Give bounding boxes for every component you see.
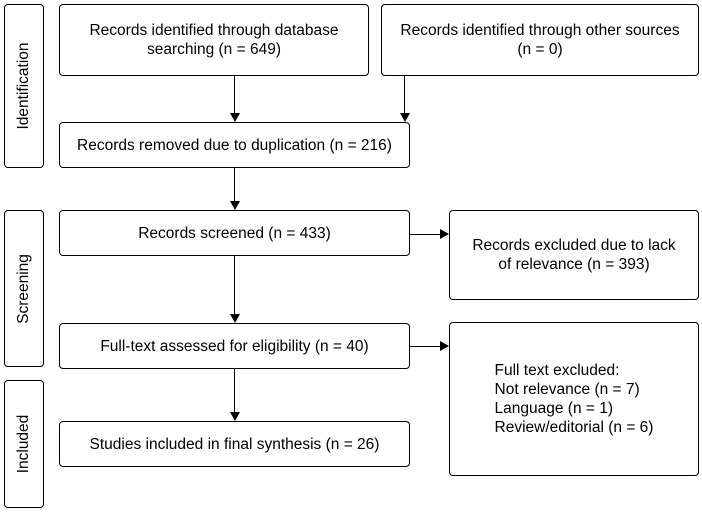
connector-line [234, 256, 235, 314]
stage-label-included: Included [15, 414, 32, 474]
fulltext-excluded-item: Not relevance (n = 7) [494, 381, 640, 398]
arrowhead-down [230, 113, 240, 122]
box-other-sources: Records identified through other sources… [381, 4, 699, 76]
arrowhead-down [230, 412, 240, 421]
box-duplicates-removed: Records removed due to duplication (n = … [59, 122, 410, 168]
box-database-search-line1: Records identified through database [89, 22, 339, 39]
connector-line [234, 168, 235, 201]
stage-label-screening: Screening [15, 253, 32, 324]
box-studies-included-text: Studies included in final synthesis (n =… [89, 435, 380, 453]
stage-identification: Identification [4, 4, 44, 168]
connector-line [404, 76, 405, 113]
fulltext-excluded-item: Review/editorial (n = 6) [494, 419, 654, 436]
arrowhead-right [440, 341, 449, 351]
arrowhead-down [230, 314, 240, 323]
arrowhead-down [400, 113, 410, 122]
box-database-search-line2: searching (n = 649) [147, 41, 281, 58]
fulltext-excluded-title: Full text excluded: [494, 362, 620, 379]
box-fulltext-excluded: Full text excluded: Not relevance (n = 7… [449, 322, 699, 476]
connector-line [410, 346, 440, 347]
arrowhead-down [230, 201, 240, 210]
fulltext-excluded-item: Language (n = 1) [494, 400, 614, 417]
stage-included: Included [4, 380, 44, 508]
stage-screening: Screening [4, 210, 44, 367]
box-excluded-relevance-line2: of relevance (n = 393) [498, 256, 650, 273]
box-database-search: Records identified through database sear… [59, 4, 369, 76]
box-fulltext-assessed: Full-text assessed for eligibility (n = … [59, 323, 410, 369]
arrowhead-right [440, 229, 449, 239]
box-other-sources-line2: (n = 0) [517, 41, 563, 58]
connector-line [234, 76, 235, 113]
box-other-sources-line1: Records identified through other sources [400, 22, 680, 39]
box-studies-included: Studies included in final synthesis (n =… [59, 421, 410, 467]
box-records-screened-text: Records screened (n = 433) [138, 224, 331, 242]
connector-line [234, 369, 235, 412]
connector-line [410, 234, 440, 235]
box-excluded-relevance-line1: Records excluded due to lack [472, 237, 676, 254]
box-duplicates-removed-text: Records removed due to duplication (n = … [77, 136, 392, 154]
box-records-screened: Records screened (n = 433) [59, 210, 410, 256]
stage-label-identification: Identification [15, 42, 32, 130]
box-excluded-relevance: Records excluded due to lack of relevanc… [449, 210, 699, 300]
box-fulltext-assessed-text: Full-text assessed for eligibility (n = … [100, 337, 369, 355]
